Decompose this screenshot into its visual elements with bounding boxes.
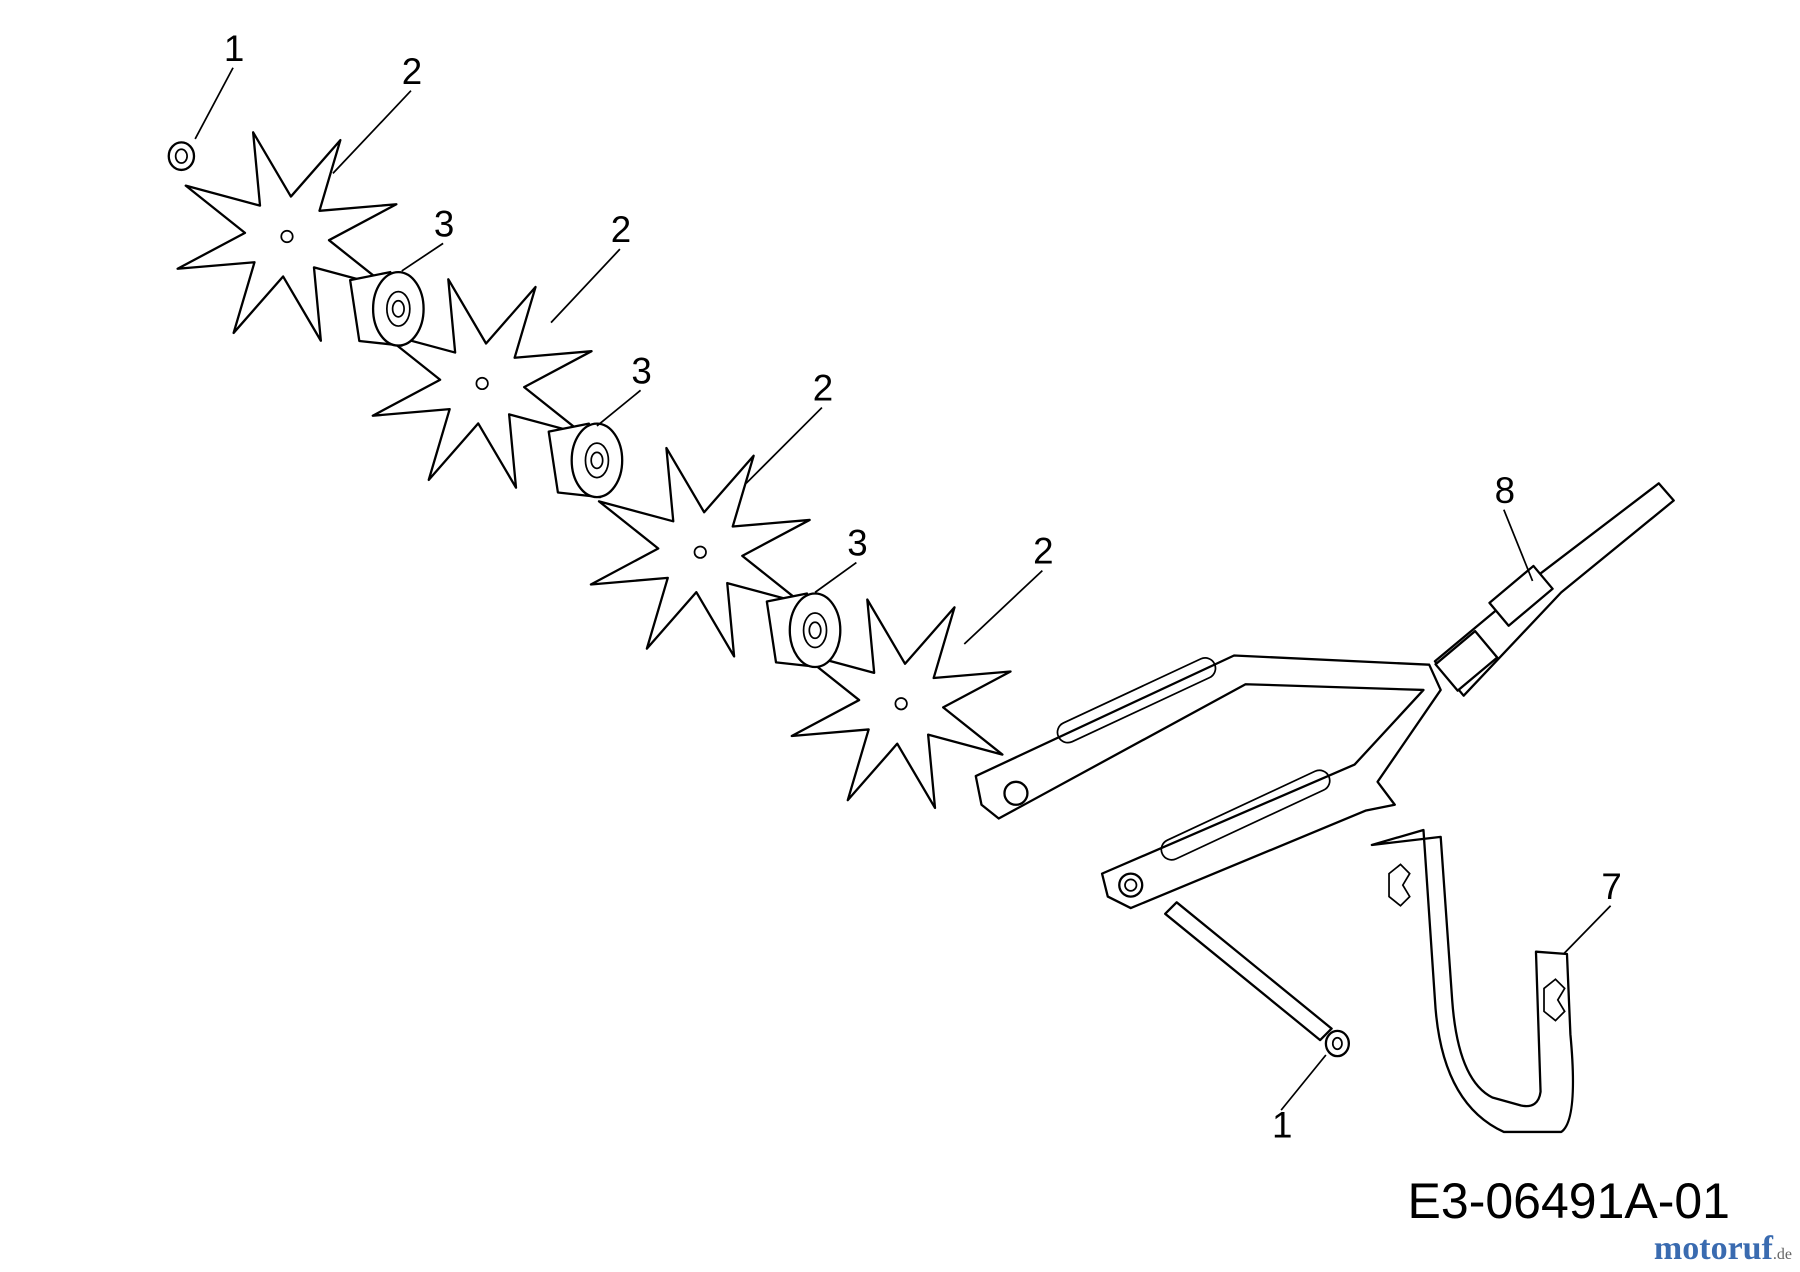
callout-number: 3: [631, 350, 651, 391]
spacer-part: [348, 270, 425, 347]
callout-number: 7: [1601, 866, 1621, 907]
callout-tine: 2: [963, 531, 1054, 645]
callout-tine: 2: [332, 51, 422, 174]
leader-line: [194, 67, 234, 140]
tine-part: [371, 278, 593, 489]
callout-spacer: 3: [596, 350, 652, 427]
callout-shaft: 8: [1495, 470, 1534, 582]
bracket-part: [1370, 828, 1575, 1134]
leader-line: [596, 389, 642, 427]
tine-part: [589, 446, 811, 658]
watermark-text: motoruf: [1653, 1230, 1773, 1267]
leader-line: [550, 248, 621, 324]
callouts: 1 2 3 2 3 2 3 2 8 7 1: [194, 28, 1622, 1146]
callout-number: 1: [224, 28, 244, 69]
callout-number: 1: [1272, 1105, 1292, 1146]
callout-number: 8: [1495, 470, 1515, 511]
callout-tine: 2: [550, 209, 631, 324]
spacer-part: [765, 592, 842, 669]
leader-line: [401, 242, 444, 272]
tine-frame: [974, 654, 1442, 910]
nut-part: [167, 141, 196, 172]
watermark-logo: motoruf.de: [1654, 1230, 1792, 1268]
leader-line: [1503, 509, 1534, 582]
callout-nut: 1: [194, 28, 244, 140]
callout-number: 2: [402, 51, 422, 92]
callout-number: 3: [847, 523, 867, 564]
tine-part: [790, 598, 1012, 810]
leader-line: [1280, 1054, 1327, 1111]
leader-line: [1562, 905, 1612, 955]
callout-nut: 1: [1272, 1054, 1327, 1146]
leader-line: [332, 90, 412, 174]
callout-tine: 2: [745, 368, 833, 484]
leader-line: [814, 561, 857, 594]
callout-number: 2: [813, 368, 833, 409]
tine-part: [176, 131, 398, 342]
watermark-suffix: .de: [1772, 1246, 1792, 1263]
callout-bracket: 7: [1562, 866, 1622, 955]
callout-spacer: 3: [814, 523, 868, 594]
shaft-part: [1433, 482, 1675, 697]
leader-line: [963, 569, 1043, 645]
callout-number: 2: [1033, 531, 1053, 572]
callout-spacer: 3: [401, 204, 454, 272]
tines: [176, 131, 1012, 810]
spacer-part: [547, 422, 624, 499]
leader-line: [745, 406, 823, 484]
spacers: [348, 270, 842, 669]
drawing-code: E3-06491A-01: [1407, 1173, 1730, 1229]
pin-part: [1164, 901, 1351, 1058]
callout-number: 2: [611, 209, 631, 250]
callout-number: 3: [434, 204, 454, 245]
